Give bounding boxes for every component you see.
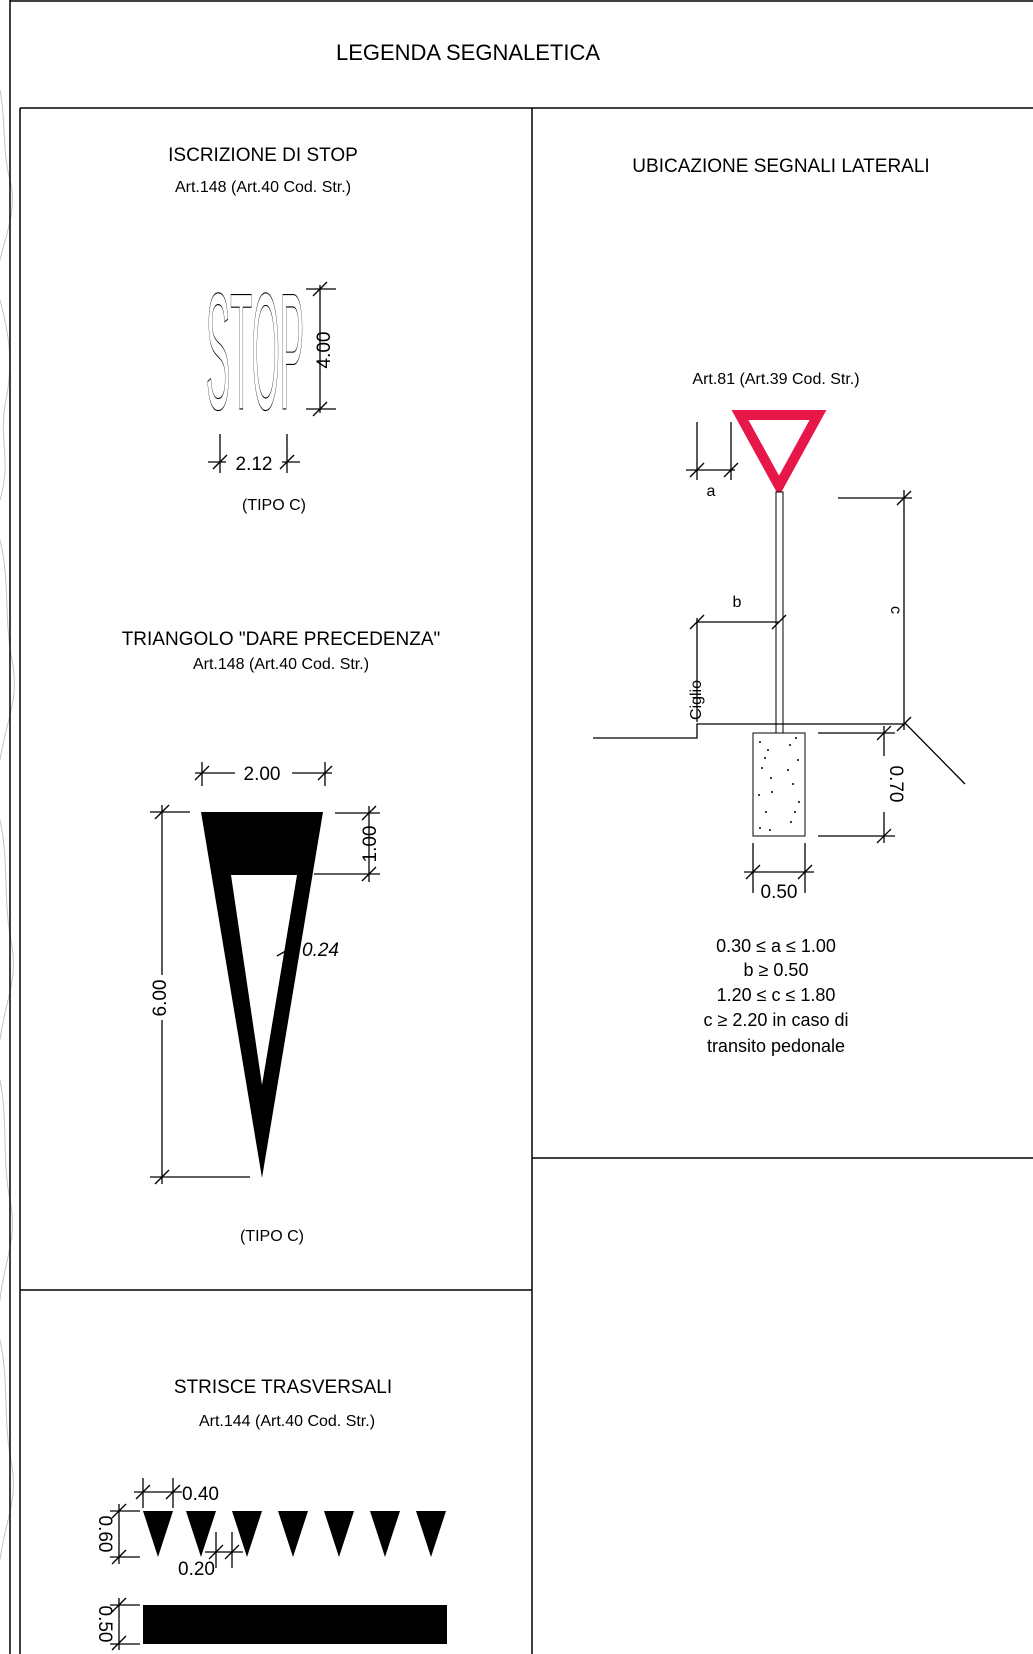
stop-title: ISCRIZIONE DI STOP bbox=[168, 145, 358, 166]
shark-tooth bbox=[143, 1511, 173, 1557]
triangle-section: TRIANGOLO "DARE PRECEDENZA" Art.148 (Art… bbox=[122, 629, 441, 1245]
depth-dimension bbox=[818, 725, 895, 844]
triangle-band-dimension bbox=[314, 805, 380, 882]
shark-teeth-row bbox=[143, 1511, 446, 1557]
triangle-height-dimension bbox=[150, 804, 250, 1185]
bar-height-dimension bbox=[110, 1597, 140, 1651]
triangle-type: (TIPO C) bbox=[240, 1228, 304, 1245]
condition-line: b ≥ 0.50 bbox=[744, 960, 809, 980]
legend-frame bbox=[9, 0, 1033, 1654]
shark-tooth bbox=[370, 1511, 400, 1557]
triangle-band-label: 1.00 bbox=[360, 826, 381, 863]
tooth-width-dimension bbox=[134, 1478, 182, 1508]
stop-word: STOP bbox=[206, 259, 304, 445]
triangle-title: TRIANGOLO "DARE PRECEDENZA" bbox=[122, 629, 441, 650]
tooth-height-label: 0.60 bbox=[94, 1516, 115, 1553]
shark-tooth bbox=[186, 1511, 216, 1557]
concrete-foundation bbox=[752, 732, 806, 837]
dimension-c bbox=[838, 490, 912, 732]
tooth-width-label: 0.40 bbox=[182, 1484, 219, 1505]
transverse-bar bbox=[143, 1605, 447, 1644]
dim-a-label: a bbox=[707, 483, 716, 500]
placement-conditions: 0.30 ≤ a ≤ 1.00 b ≥ 0.50 1.20 ≤ c ≤ 1.80… bbox=[704, 936, 849, 1056]
stripes-title: STRISCE TRASVERSALI bbox=[174, 1377, 392, 1398]
lateral-title: UBICAZIONE SEGNALI LATERALI bbox=[632, 156, 929, 177]
dimension-b bbox=[689, 614, 787, 722]
stop-word-drawing: STOP bbox=[206, 259, 305, 446]
dim-b-label: b bbox=[733, 594, 742, 611]
stop-section: ISCRIZIONE DI STOP Art.148 (Art.40 Cod. … bbox=[168, 145, 358, 514]
tooth-gap-label: 0.20 bbox=[178, 1559, 215, 1580]
condition-line: transito pedonale bbox=[707, 1036, 845, 1056]
ground-line bbox=[593, 723, 966, 785]
triangle-subtitle: Art.148 (Art.40 Cod. Str.) bbox=[193, 656, 369, 673]
yield-sign bbox=[731, 410, 827, 497]
shark-tooth bbox=[416, 1511, 446, 1557]
triangle-stroke-leader bbox=[276, 943, 299, 957]
stripes-section: STRISCE TRASVERSALI Art.144 (Art.40 Cod.… bbox=[94, 1377, 447, 1651]
stripes-subtitle: Art.144 (Art.40 Cod. Str.) bbox=[199, 1413, 375, 1430]
tooth-gap-dimension bbox=[205, 1532, 243, 1568]
stop-width-label: 2.12 bbox=[236, 454, 273, 475]
lateral-subtitle: Art.81 (Art.39 Cod. Str.) bbox=[692, 371, 859, 388]
tooth-height-dimension bbox=[110, 1503, 140, 1565]
lateral-signs-section: UBICAZIONE SEGNALI LATERALI Art.81 (Art.… bbox=[593, 156, 966, 1056]
depth-label: 0.70 bbox=[885, 766, 906, 803]
legend-title: LEGENDA SEGNALETICA bbox=[336, 40, 600, 65]
base-dimension bbox=[744, 843, 814, 893]
dimension-a bbox=[686, 422, 739, 480]
stop-type: (TIPO C) bbox=[242, 497, 306, 514]
shark-tooth bbox=[324, 1511, 354, 1557]
give-way-triangle-marking bbox=[201, 812, 323, 1178]
background-contours bbox=[0, 89, 15, 1561]
stop-height-dimension bbox=[306, 281, 336, 417]
condition-line: c ≥ 2.20 in caso di bbox=[704, 1010, 849, 1030]
shark-tooth bbox=[278, 1511, 308, 1557]
triangle-stroke-label: 0.24 bbox=[302, 940, 339, 961]
condition-line: 1.20 ≤ c ≤ 1.80 bbox=[717, 985, 836, 1005]
base-label: 0.50 bbox=[761, 882, 798, 903]
triangle-height-label: 6.00 bbox=[150, 980, 171, 1017]
shark-tooth bbox=[232, 1511, 262, 1557]
stop-width-dimension bbox=[208, 434, 300, 473]
triangle-width-label: 2.00 bbox=[244, 764, 281, 785]
dim-c-label: c bbox=[887, 606, 904, 614]
condition-line: 0.30 ≤ a ≤ 1.00 bbox=[716, 936, 836, 956]
stop-subtitle: Art.148 (Art.40 Cod. Str.) bbox=[175, 179, 351, 196]
triangle-width-dimension bbox=[194, 762, 333, 786]
stop-height-label: 4.00 bbox=[314, 332, 335, 369]
bar-height-label: 0.50 bbox=[94, 1606, 115, 1643]
foundation-texture bbox=[758, 737, 800, 831]
